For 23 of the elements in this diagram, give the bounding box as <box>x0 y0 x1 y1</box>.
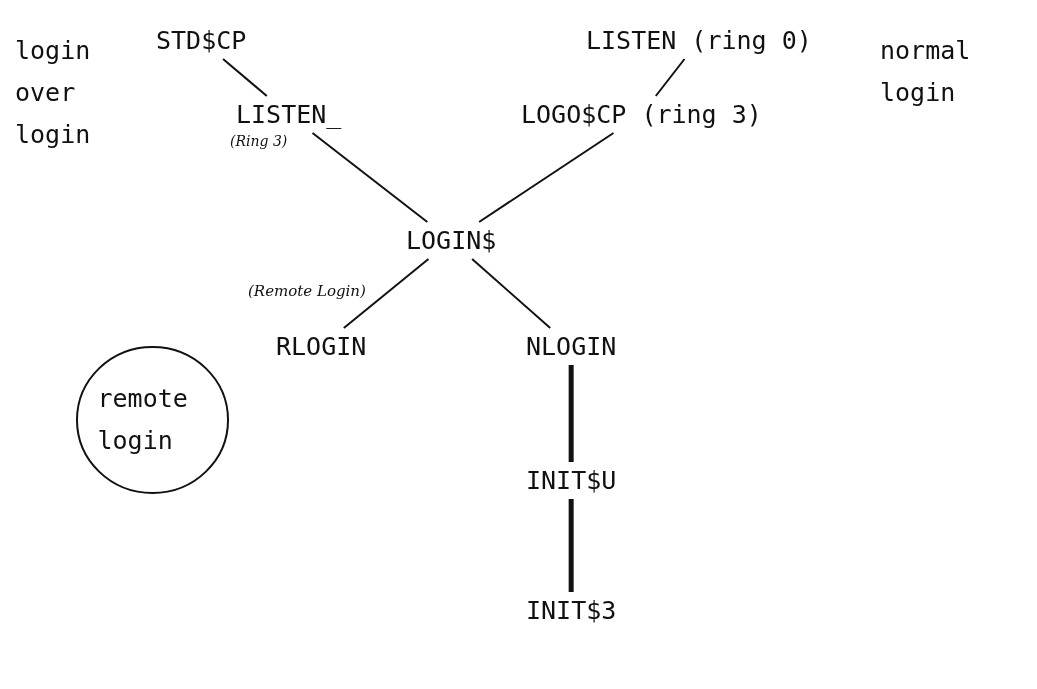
handwritten-note: (Ring 3) <box>230 133 288 149</box>
circle-node <box>75 345 230 495</box>
side-note: login over login <box>15 35 92 151</box>
side-note: normal login <box>880 35 972 109</box>
connector-line <box>222 58 268 97</box>
node-text: INIT$3 <box>526 596 617 625</box>
connector-line <box>568 499 574 592</box>
connector-line <box>342 258 430 329</box>
node-text: LISTEN_ <box>236 100 342 129</box>
edge-label: (Remote Login) <box>248 282 366 300</box>
connector-line <box>654 58 686 97</box>
connector-line <box>568 365 574 462</box>
connector-line <box>471 258 552 329</box>
node-text: LOGIN$ <box>406 226 497 255</box>
node-text: LISTEN (ring 0) <box>586 26 812 55</box>
node-text: INIT$U <box>526 466 617 495</box>
node-text: STD$CP <box>156 26 247 55</box>
connector-line <box>478 132 615 223</box>
node-text: RLOGIN <box>276 332 367 361</box>
node-text: remote login <box>97 383 189 457</box>
node-text: LOGO$CP (ring 3) <box>521 100 762 129</box>
connector-line <box>311 132 429 223</box>
node-text: NLOGIN <box>526 332 617 361</box>
